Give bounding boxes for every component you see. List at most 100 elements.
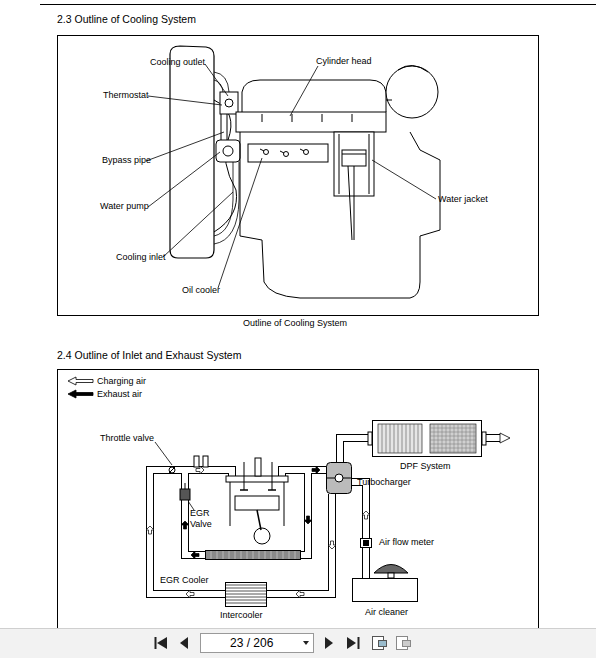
dpf-section bbox=[462, 424, 463, 453]
figure-caption: Outline of Cooling System bbox=[243, 318, 347, 329]
dpf-unit-shape bbox=[372, 420, 482, 457]
egr-valve-symbol bbox=[180, 483, 190, 500]
dpf-section bbox=[458, 424, 459, 453]
toolbar bbox=[303, 641, 309, 645]
water-pump bbox=[216, 140, 240, 162]
part-label: Bypass pipe bbox=[102, 155, 151, 166]
cooler-body bbox=[206, 551, 301, 560]
egr-valve-symbol bbox=[185, 483, 186, 489]
charging-flow-arrow bbox=[186, 590, 194, 598]
dpf-section bbox=[430, 448, 476, 449]
part-label: Throttle valve bbox=[100, 433, 154, 444]
dpf-section bbox=[378, 424, 422, 453]
dpf-section bbox=[402, 424, 403, 453]
intercooler-fin bbox=[226, 585, 266, 586]
leader-line bbox=[372, 160, 436, 199]
bypass-pipe bbox=[221, 114, 222, 140]
dpf-section bbox=[382, 424, 383, 453]
component-label: Air cleaner bbox=[365, 607, 408, 618]
cooler-fin bbox=[271, 551, 272, 559]
pipe-bore bbox=[267, 494, 332, 594]
air-cleaner-cap bbox=[388, 573, 394, 578]
cooler-fin bbox=[277, 551, 278, 559]
cooler-fin bbox=[229, 551, 230, 559]
meter-sensor bbox=[363, 540, 369, 546]
leader-line bbox=[148, 152, 220, 207]
intercooler-fin bbox=[226, 588, 266, 589]
air-pipe bbox=[150, 470, 232, 594]
air-flow-meter: Air flow meter bbox=[360, 538, 372, 548]
dpf-section bbox=[438, 424, 439, 453]
section-heading: 2.3 Outline of Cooling System bbox=[57, 13, 196, 26]
turbocharger-unit: Turbocharger bbox=[326, 462, 352, 494]
legend-sample bbox=[68, 390, 93, 398]
engine-outline bbox=[262, 114, 263, 122]
dpf-section bbox=[410, 424, 411, 453]
cooler-fin bbox=[217, 551, 218, 559]
radiator bbox=[170, 46, 214, 258]
toolbar bbox=[403, 641, 411, 647]
charging-flow-arrow bbox=[146, 526, 154, 534]
pipe-connector bbox=[267, 494, 332, 594]
thermostat bbox=[220, 92, 238, 114]
part-label: Water pump bbox=[100, 201, 149, 212]
dpf-section bbox=[466, 424, 467, 453]
air-pipe bbox=[500, 433, 510, 443]
dpf-section bbox=[430, 452, 476, 453]
dpf-section bbox=[434, 424, 435, 453]
leader-line bbox=[163, 192, 233, 257]
dpf-section bbox=[430, 428, 476, 429]
cooler-fin bbox=[235, 551, 236, 559]
dpf-section bbox=[418, 424, 419, 453]
injector bbox=[194, 456, 199, 467]
page-number: 23 / 206 bbox=[230, 636, 273, 651]
engine-outline bbox=[292, 114, 293, 122]
water-jacket bbox=[342, 150, 366, 166]
intercooler-core bbox=[226, 583, 267, 607]
water-jacket bbox=[339, 134, 340, 194]
water-jacket bbox=[334, 132, 374, 240]
exhaust-flow-arrow bbox=[304, 516, 312, 524]
hoses bbox=[214, 80, 223, 92]
oil-cooler bbox=[260, 149, 264, 151]
injector bbox=[194, 456, 208, 467]
dpf-section bbox=[430, 440, 476, 441]
part-label: EGR Valve bbox=[190, 508, 220, 530]
legend-text: Exhaust air bbox=[97, 389, 142, 400]
oil-cooler bbox=[280, 151, 284, 153]
pipe-bore bbox=[363, 548, 369, 578]
engine-outline bbox=[386, 66, 438, 118]
legend-text: Charging air bbox=[97, 376, 146, 387]
charging-flow-arrow bbox=[196, 466, 204, 474]
hoses bbox=[214, 162, 233, 236]
legend-sample bbox=[68, 377, 93, 385]
dpf-section bbox=[430, 444, 476, 445]
engine-outline bbox=[240, 132, 440, 298]
toolbar bbox=[155, 637, 157, 649]
air-cleaner-cap bbox=[374, 565, 408, 574]
engine-cylinder bbox=[284, 482, 285, 526]
part-label: Cooling inlet bbox=[116, 252, 166, 263]
engine-cylinder bbox=[244, 462, 245, 490]
pipe-wall bbox=[352, 482, 366, 538]
dpf-flange bbox=[482, 432, 486, 445]
air-pipe bbox=[301, 470, 308, 555]
engine-cylinder bbox=[257, 510, 261, 530]
engine-outline bbox=[242, 80, 386, 112]
pipe-bore bbox=[352, 482, 366, 538]
pipe-wall bbox=[362, 548, 370, 578]
oil-cooler bbox=[264, 150, 269, 155]
bypass-pipe bbox=[221, 114, 227, 140]
engine-cylinder bbox=[235, 496, 279, 510]
dpf-section bbox=[470, 424, 471, 453]
water-jacket bbox=[354, 166, 355, 240]
throttle-valve-symbol bbox=[169, 467, 175, 473]
turbocharger-unit-shape bbox=[326, 462, 352, 494]
cooler-fin bbox=[241, 551, 242, 559]
engine-cylinder bbox=[240, 489, 248, 491]
charging-flow-arrow bbox=[296, 590, 304, 598]
intercooler-unit: Intercooler bbox=[225, 582, 267, 607]
turbo-wheel bbox=[335, 474, 343, 482]
dpf-section bbox=[406, 424, 407, 453]
